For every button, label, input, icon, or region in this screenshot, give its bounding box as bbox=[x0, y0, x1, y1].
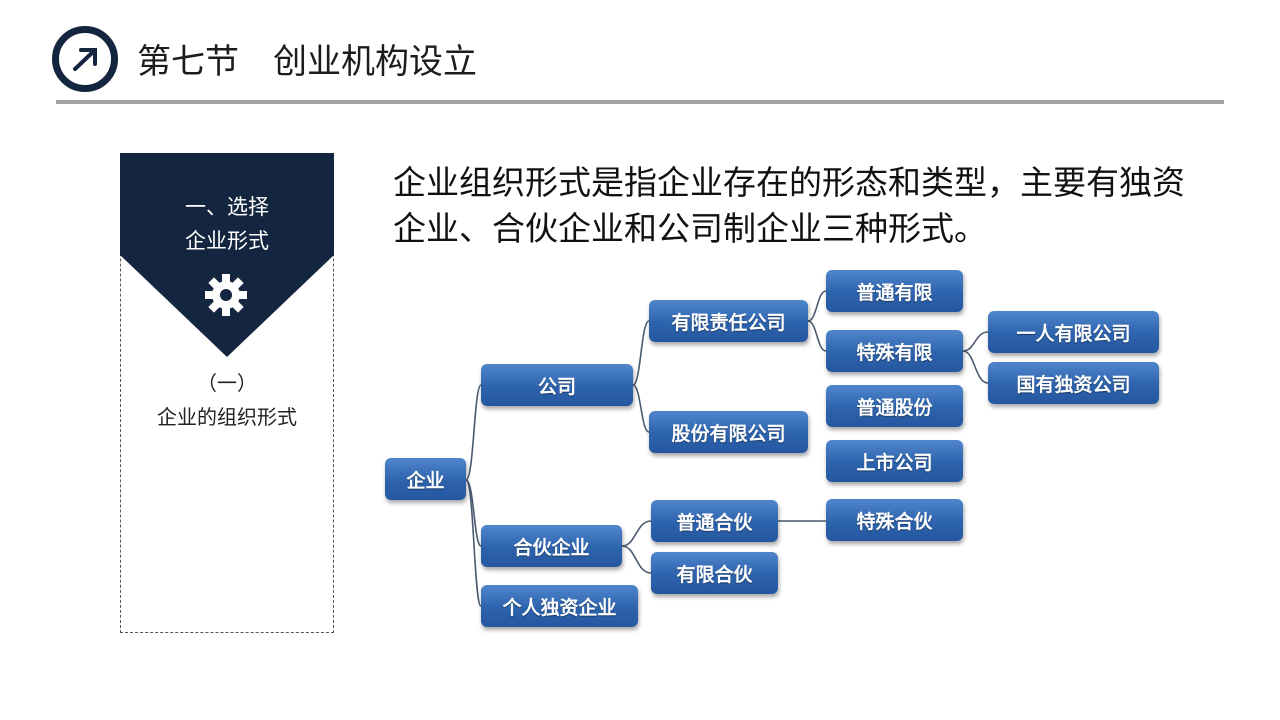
node-normal-jsc: 普通股份 bbox=[826, 385, 963, 427]
node-normal-llc: 普通有限 bbox=[826, 270, 963, 312]
node-special-llc: 特殊有限 bbox=[826, 330, 963, 372]
node-sole-proprietorship: 个人独资企业 bbox=[481, 585, 638, 627]
subsection-label: 企业的组织形式 bbox=[157, 405, 297, 429]
node-company: 公司 bbox=[481, 364, 633, 406]
section-banner bbox=[120, 153, 334, 357]
node-partnership: 合伙企业 bbox=[481, 525, 622, 567]
subsection-number: （一） bbox=[197, 371, 257, 395]
gear-icon bbox=[205, 274, 247, 316]
node-enterprise: 企业 bbox=[385, 458, 466, 500]
section-title-line1: 一、选择 bbox=[185, 195, 269, 219]
node-general-partnership: 普通合伙 bbox=[651, 500, 778, 542]
node-one-person-company: 一人有限公司 bbox=[988, 311, 1159, 353]
node-joint-stock: 股份有限公司 bbox=[649, 411, 808, 453]
subsection-title: （一） 企业的组织形式 bbox=[120, 366, 334, 434]
section-title: 一、选择企业形式 bbox=[120, 190, 334, 258]
node-special-partnership: 特殊合伙 bbox=[826, 499, 963, 541]
node-limited-partnership: 有限合伙 bbox=[651, 552, 778, 594]
node-llc: 有限责任公司 bbox=[649, 300, 808, 342]
title-divider bbox=[56, 100, 1224, 104]
node-listed-company: 上市公司 bbox=[826, 440, 963, 482]
page-title: 第七节 创业机构设立 bbox=[137, 42, 477, 82]
section-title-line2: 企业形式 bbox=[185, 229, 269, 253]
arrow-circle-icon bbox=[52, 26, 118, 92]
intro-text: 企业组织形式是指企业存在的形态和类型，主要有独资企业、合伙企业和公司制企业三种形… bbox=[393, 163, 1185, 248]
node-state-owned-company: 国有独资公司 bbox=[988, 362, 1159, 404]
